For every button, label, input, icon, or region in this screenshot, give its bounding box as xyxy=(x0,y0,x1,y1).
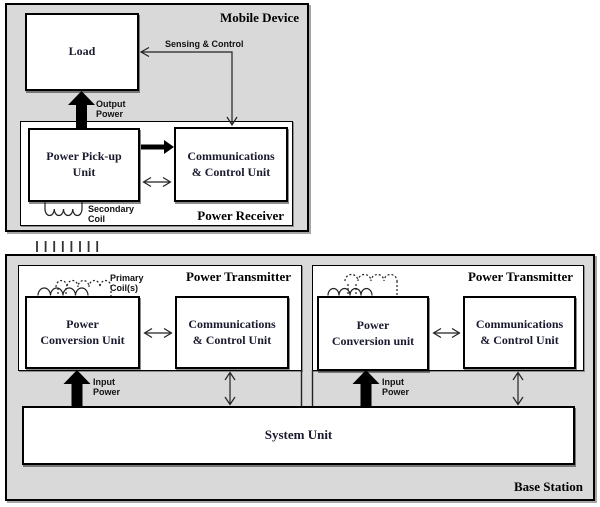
primary-coil-label: Primary Coil(s) xyxy=(110,273,144,294)
base-station-title: Base Station xyxy=(514,479,583,494)
power-conversion-unit-1-box: Power Conversion Unit xyxy=(25,296,140,369)
receiver-control-unit-box: Communications & Control Unit xyxy=(174,127,288,202)
input-power-label-2: Input Power xyxy=(382,377,410,398)
load-label: Load xyxy=(68,44,96,59)
transmitter-1-control-unit-label: Communications & Control Unit xyxy=(188,316,276,347)
mobile-device-title: Mobile Device xyxy=(219,10,299,25)
transmitter-2-control-unit-label: Communications & Control Unit xyxy=(475,316,564,347)
secondary-coil-label: Secondary Coil xyxy=(88,204,135,225)
power-conversion-unit-2-box: Power Conversion unit xyxy=(317,296,429,371)
receiver-control-unit-label: Communications & Control Unit xyxy=(187,148,275,179)
input-power-label-1: Input Power xyxy=(93,377,121,398)
system-unit-box: System Unit xyxy=(22,406,575,465)
power-pickup-unit-label: Power Pick-up Unit xyxy=(46,149,122,179)
power-transmitter-2-title: Power Transmitter xyxy=(467,269,573,284)
power-conversion-unit-1-label: Power Conversion Unit xyxy=(40,316,125,347)
power-pickup-unit-box: Power Pick-up Unit xyxy=(28,128,140,202)
power-conversion-unit-2-label: Power Conversion unit xyxy=(331,317,415,348)
transmitter-1-control-unit-box: Communications & Control Unit xyxy=(175,296,289,369)
power-transmitter-1-title: Power Transmitter xyxy=(185,269,291,284)
system-unit-label: System Unit xyxy=(264,427,333,443)
power-receiver-title: Power Receiver xyxy=(197,208,284,223)
sensing-control-label: Sensing & Control xyxy=(165,39,244,49)
transmitter-2-control-unit-box: Communications & Control Unit xyxy=(463,296,576,369)
load-box: Load xyxy=(25,13,139,91)
coupling-flux-marks xyxy=(36,241,99,252)
output-power-label: Output Power xyxy=(96,99,126,120)
